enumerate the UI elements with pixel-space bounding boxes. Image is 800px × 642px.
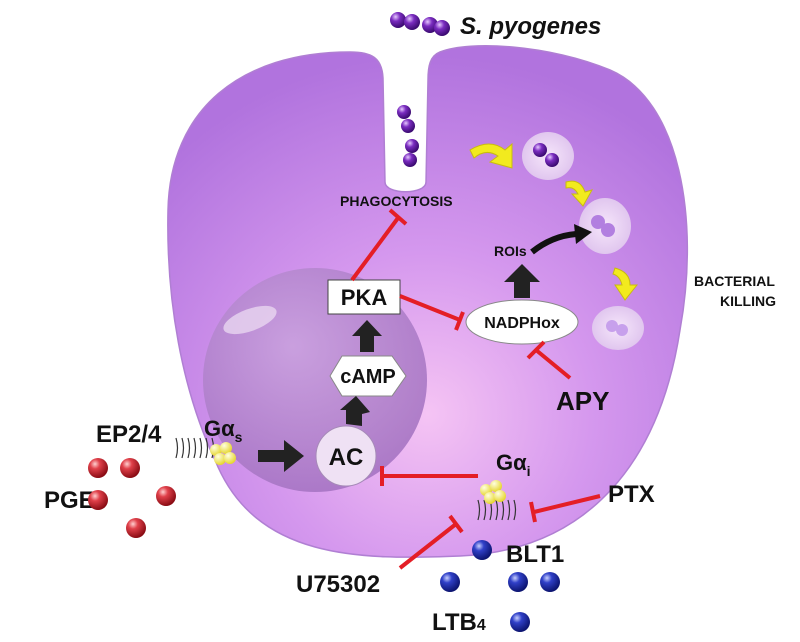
rois-to-bacteria-arrow	[530, 224, 592, 255]
phagosome-1	[522, 132, 574, 180]
ltb4-molecules	[440, 540, 560, 632]
phagosome-3	[592, 306, 644, 350]
pge2-molecules	[88, 458, 176, 538]
ep24-label: EP2/4	[96, 421, 162, 448]
pka-node: PKA	[327, 279, 401, 315]
g-alpha-i-protein	[480, 480, 506, 504]
ep24-receptor	[175, 437, 215, 459]
u75302-inhibits-blt1	[398, 522, 458, 570]
phagocytosis-label: PHAGOCYTOSIS	[340, 193, 453, 209]
camp-label: cAMP	[340, 366, 396, 388]
ac-node: AC	[315, 425, 377, 487]
camp-node: cAMP	[329, 355, 407, 397]
nadphox-label: NADPHox	[484, 315, 560, 332]
rois-label: ROIs	[494, 243, 527, 259]
phagosome-maturation-arrows	[469, 142, 639, 301]
apy-inhibits-nadphox	[534, 348, 572, 380]
ptx-label: PTX	[608, 481, 655, 508]
pka-inhibits-phagocytosis	[350, 216, 400, 282]
ac-to-camp-arrow	[340, 396, 370, 426]
ac-label: AC	[329, 444, 364, 471]
u75302-label: U75302	[296, 571, 380, 598]
activation-arrows	[258, 264, 540, 472]
bacterium-label: S. pyogenes	[460, 13, 601, 40]
nucleus-highlight	[223, 305, 277, 335]
blt1-receptor	[477, 499, 517, 521]
bacterial-killing-label-2: KILLING	[720, 293, 776, 309]
pka-inhibits-nadphox	[399, 294, 461, 322]
gs-to-ac-arrow	[258, 440, 304, 472]
bacterial-killing-label-1: BACTERIAL	[694, 273, 775, 289]
blt1-label: BLT1	[506, 541, 564, 568]
camp-to-pka-arrow	[352, 320, 382, 352]
galpha-i-label: Gαi	[496, 450, 531, 479]
nadphox-to-rois-arrow	[504, 264, 540, 298]
g-alpha-s-protein	[210, 442, 236, 465]
engulfed-bacteria	[397, 105, 419, 167]
nadphox-node: NADPHox	[465, 299, 579, 345]
inhibition-lines	[350, 208, 601, 570]
phagosome-2	[579, 198, 631, 254]
galpha-s-label: Gαs	[204, 416, 243, 445]
apy-label: APY	[556, 386, 609, 416]
pka-label: PKA	[341, 285, 388, 310]
ptx-inhibits-blt1	[533, 494, 601, 514]
ltb4-label: LTB4	[432, 609, 486, 636]
s-pyogenes-bacteria	[390, 12, 450, 36]
